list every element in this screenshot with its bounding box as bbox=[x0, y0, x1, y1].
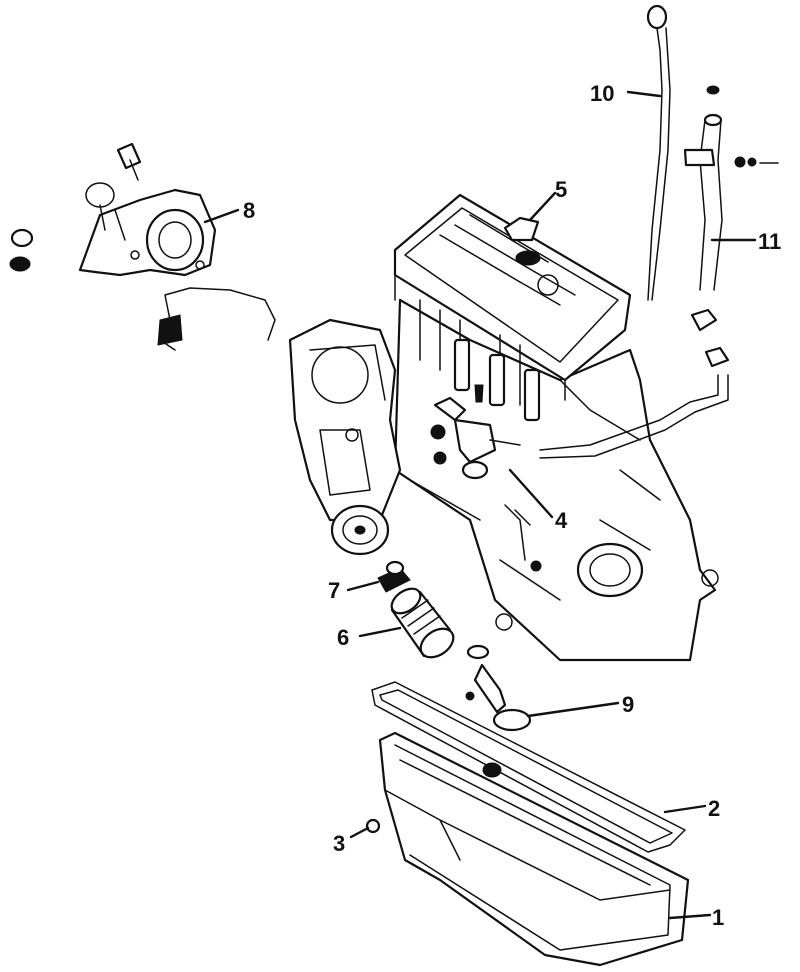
callout-11: 11 bbox=[758, 229, 781, 254]
leader-lines bbox=[203, 90, 757, 920]
callout-9: 9 bbox=[622, 692, 634, 717]
oil-pan-gasket bbox=[371, 681, 686, 853]
leader-line-2 bbox=[663, 804, 707, 814]
leader-line-3 bbox=[349, 826, 370, 839]
callout-7: 7 bbox=[328, 578, 340, 603]
filter-adapter bbox=[377, 560, 411, 593]
leader-line-6 bbox=[358, 626, 402, 638]
callout-1: 1 bbox=[712, 905, 724, 930]
callout-3: 3 bbox=[333, 831, 345, 856]
callout-4: 4 bbox=[555, 508, 568, 533]
drain-plug bbox=[365, 818, 381, 834]
callout-2: 2 bbox=[708, 796, 720, 821]
crank-pulley bbox=[330, 504, 390, 556]
leader-line-5 bbox=[528, 191, 557, 222]
leader-line-8 bbox=[203, 208, 240, 224]
oil-pressure-switch bbox=[430, 384, 542, 572]
oil-pump bbox=[9, 142, 276, 351]
oil-pan bbox=[378, 731, 690, 967]
oil-strainer bbox=[465, 644, 532, 732]
callout-5: 5 bbox=[555, 177, 567, 202]
leader-line-4 bbox=[508, 468, 554, 519]
leader-line-9 bbox=[526, 701, 620, 718]
dipstick bbox=[646, 4, 671, 301]
leader-line-10 bbox=[626, 90, 662, 98]
engine-block bbox=[288, 193, 719, 662]
callout-8: 8 bbox=[243, 198, 255, 223]
callout-labels: 1 2 3 4 5 6 7 8 9 10 11 bbox=[243, 81, 781, 930]
oil-filler-cap bbox=[503, 216, 541, 266]
leader-line-7 bbox=[346, 580, 380, 592]
callout-6: 6 bbox=[337, 625, 349, 650]
oil-filter bbox=[390, 587, 455, 659]
dipstick-tube bbox=[539, 85, 779, 459]
callout-10: 10 bbox=[590, 81, 614, 106]
leader-line-1 bbox=[668, 913, 712, 920]
